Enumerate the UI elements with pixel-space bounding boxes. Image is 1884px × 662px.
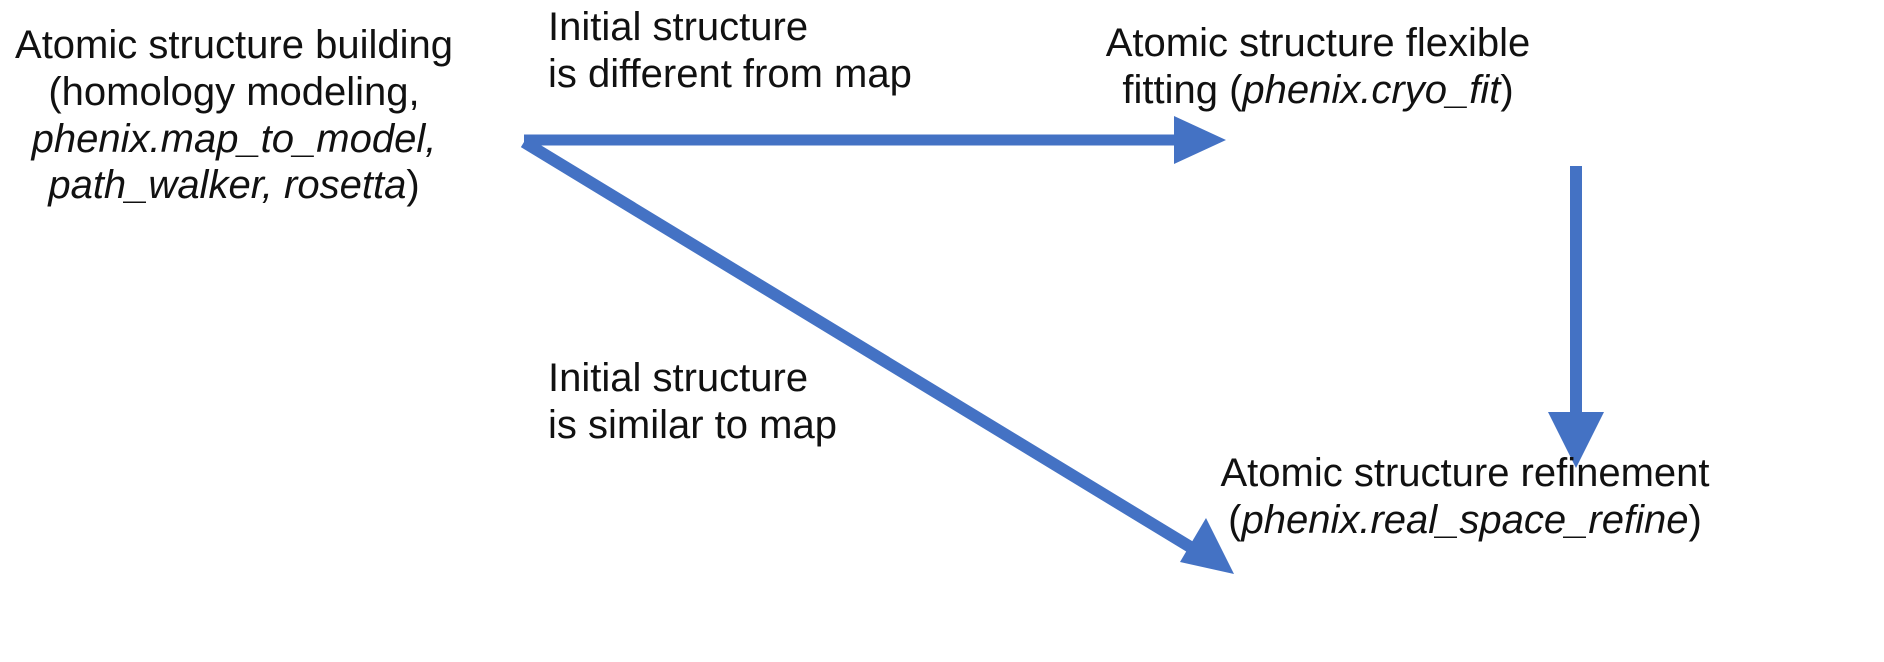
edge-label-similar-line-2: is similar to map (548, 403, 837, 448)
edge-label-is-different-from-map: Initial structure is different from map (548, 4, 912, 98)
arrow-building-to-fitting (524, 116, 1226, 164)
node-building-line-4-italic: path_walker, rosetta (48, 163, 407, 208)
node-refinement-line-1: Atomic structure refinement (1220, 451, 1710, 495)
node-refinement-line-2-italic: phenix.real_space_refine (1241, 497, 1689, 542)
node-building-line-4-tail: ) (406, 163, 420, 208)
node-building-line-1: Atomic structure building (15, 23, 453, 67)
edge-label-similar-line-1: Initial structure (548, 356, 809, 400)
edge-label-different-line-2: is different from map (548, 52, 912, 97)
node-building-line-2: (homology modeling, (48, 69, 420, 114)
arrow-fitting-to-refinement (1548, 166, 1604, 468)
node-fitting-line-1: Atomic structure flexible (1105, 21, 1531, 65)
node-fitting-line-2-italic: phenix.cryo_fit (1242, 67, 1501, 112)
node-building-line-3: phenix.map_to_model, (31, 116, 437, 161)
node-atomic-structure-refinement: Atomic structure refinement (phenix.real… (1050, 450, 1880, 544)
edge-label-is-similar-to-map: Initial structure is similar to map (548, 355, 837, 449)
edge-label-different-line-1: Initial structure (548, 5, 809, 49)
node-fitting-line-2-suffix: ) (1500, 67, 1514, 112)
node-atomic-structure-flexible-fitting: Atomic structure flexible fitting (pheni… (1078, 20, 1558, 114)
node-fitting-line-2-prefix: fitting ( (1122, 67, 1243, 112)
node-refinement-line-2-prefix: ( (1228, 497, 1242, 542)
arrow-building-to-refinement (520, 136, 1234, 574)
node-atomic-structure-building: Atomic structure building (homology mode… (4, 22, 464, 209)
node-refinement-line-2-suffix: ) (1688, 497, 1702, 542)
